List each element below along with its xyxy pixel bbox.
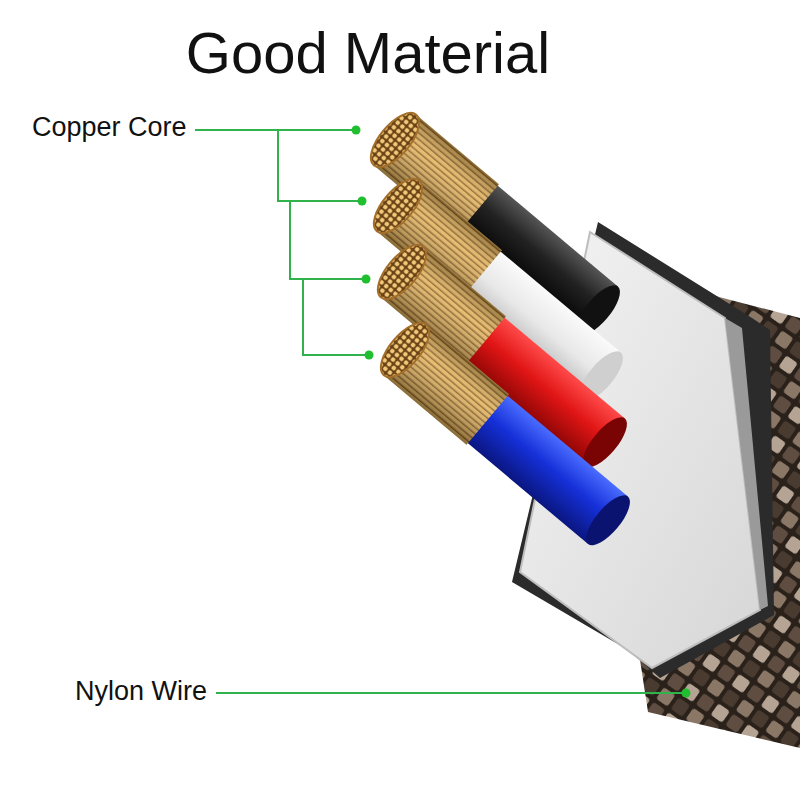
leader-dots	[352, 126, 691, 698]
part-label: Nylon Wire	[75, 676, 207, 707]
diagram-title: Good Material	[0, 20, 736, 87]
part-label: Copper Core	[32, 112, 187, 143]
blue-wire	[372, 315, 638, 553]
leader-lines	[195, 130, 685, 693]
sheath-side	[725, 318, 768, 610]
